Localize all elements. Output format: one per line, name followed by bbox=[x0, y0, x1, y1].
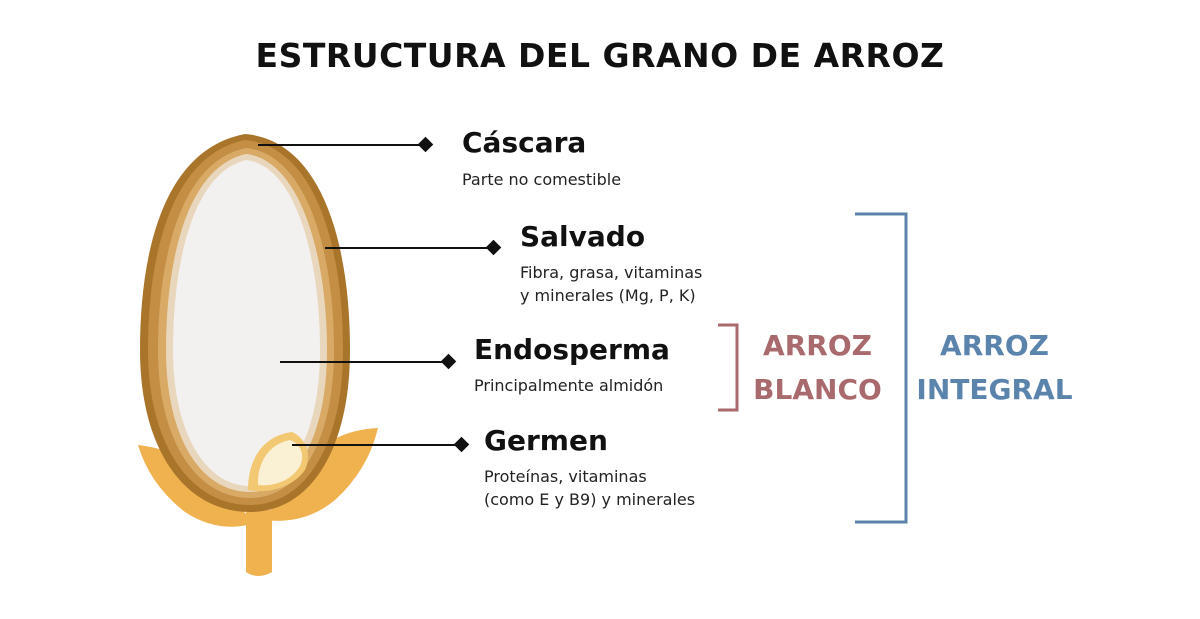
page-title: ESTRUCTURA DEL GRANO DE ARROZ bbox=[255, 36, 945, 75]
endosperm-layer bbox=[173, 160, 320, 486]
germ-inner bbox=[257, 440, 303, 486]
part-name-cascara: Cáscara bbox=[462, 126, 587, 159]
leader-marker-salvado bbox=[485, 239, 502, 256]
part-desc-salvado: Fibra, grasa, vitaminas y minerales (Mg,… bbox=[520, 263, 703, 305]
part-name-endosperma: Endosperma bbox=[474, 333, 670, 366]
leader-marker-cascara bbox=[417, 136, 434, 153]
part-desc-endosperma: Principalmente almidón bbox=[474, 376, 664, 395]
brown-rice-bracket bbox=[855, 212, 908, 524]
rice-grain bbox=[140, 134, 350, 512]
leader-marker-endosperma bbox=[440, 353, 457, 370]
part-name-salvado: Salvado bbox=[520, 220, 646, 253]
stem bbox=[246, 510, 272, 576]
part-name-germen: Germen bbox=[484, 424, 608, 457]
white-rice-bracket bbox=[718, 323, 739, 412]
brown-rice-label: ARROZ INTEGRAL bbox=[916, 329, 1073, 406]
leader-marker-germen bbox=[453, 436, 470, 453]
leader-lines bbox=[258, 136, 502, 453]
part-desc-germen: Proteínas, vitaminas (como E y B9) y min… bbox=[484, 467, 696, 509]
part-desc-cascara: Parte no comestible bbox=[462, 170, 622, 189]
white-rice-label: ARROZ BLANCO bbox=[753, 329, 882, 406]
